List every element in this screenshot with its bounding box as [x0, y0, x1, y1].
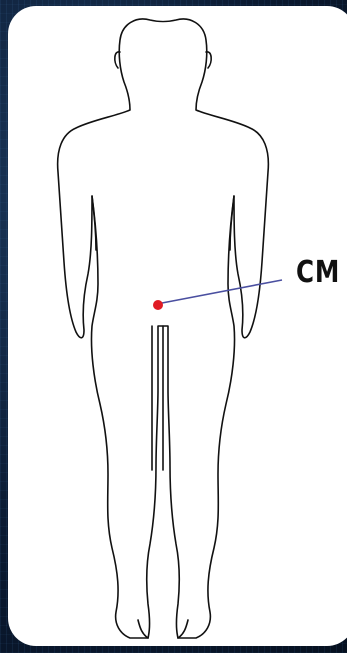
- arm-inner-right: [230, 196, 234, 250]
- feet-detail: [138, 620, 188, 638]
- cm-marker: [153, 300, 163, 310]
- cm-leader-line: [162, 280, 282, 303]
- arm-inner-left: [92, 196, 96, 250]
- cm-label: CM: [296, 258, 340, 288]
